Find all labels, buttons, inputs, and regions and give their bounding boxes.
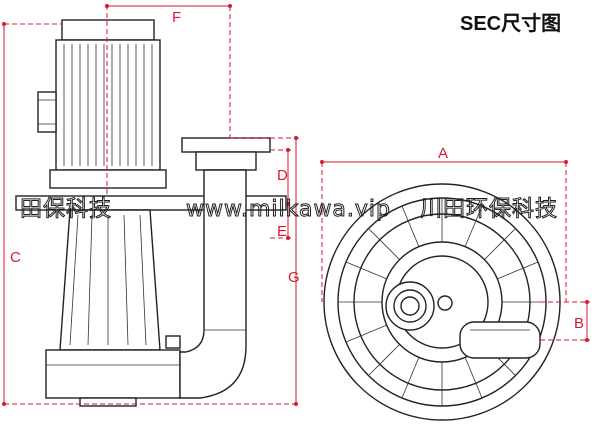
dim-label-e: E — [277, 223, 287, 240]
drawing-title: SEC尺寸图 — [460, 12, 561, 35]
dim-label-c: C — [10, 249, 21, 266]
dim-label-g: G — [288, 269, 300, 286]
dim-label-b: B — [574, 315, 584, 332]
discharge-outlet — [459, 321, 541, 359]
suction-inlet — [79, 397, 137, 407]
watermark-right: 川田环保科技 — [420, 197, 558, 222]
shaft-seal — [385, 281, 435, 331]
vent-knob — [165, 335, 181, 349]
motor-top-cap — [61, 19, 155, 41]
motor-flange — [49, 169, 167, 189]
motor-body — [55, 39, 161, 171]
dim-label-d: D — [277, 167, 288, 184]
dimension-lines — [2, 4, 590, 406]
bolt-hole — [437, 295, 453, 311]
watermark-left: 田保科技 — [20, 197, 112, 222]
pump-casing — [45, 349, 181, 399]
watermark-middle: www.milkawa.vip — [186, 197, 391, 222]
discharge-flange — [181, 137, 271, 153]
pump-top-view — [323, 183, 561, 421]
terminal-box — [37, 91, 57, 133]
dim-label-f: F — [172, 9, 181, 26]
discharge-neck — [195, 151, 257, 171]
dim-label-a: A — [438, 145, 448, 162]
discharge-pipe — [179, 169, 247, 399]
motor-fins — [63, 44, 153, 166]
pump-side-view — [15, 19, 287, 407]
